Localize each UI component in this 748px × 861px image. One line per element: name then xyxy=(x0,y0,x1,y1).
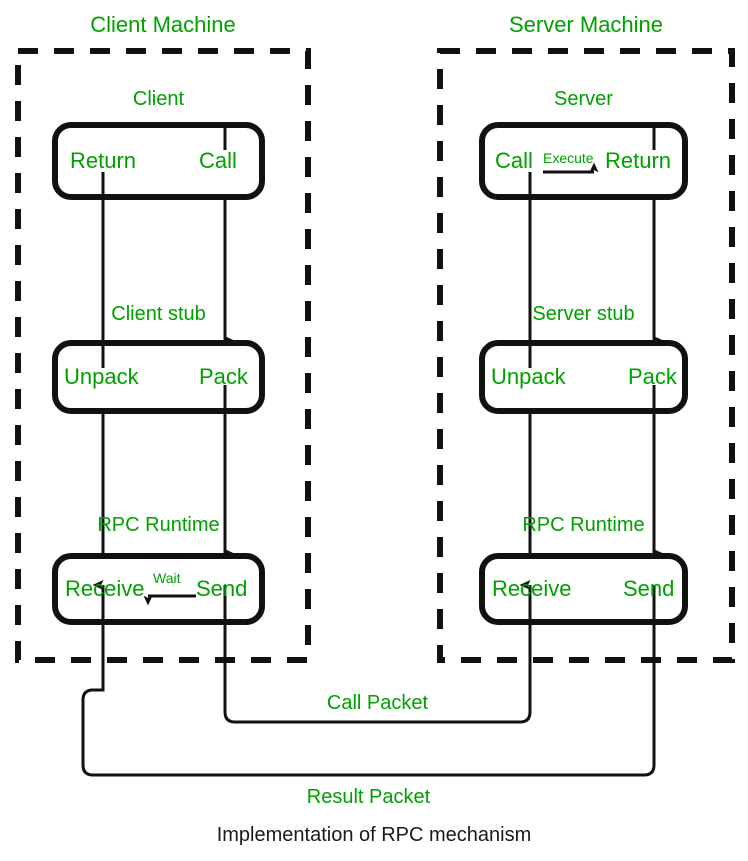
client-stub-box[interactable] xyxy=(52,340,265,414)
diagram-caption: Implementation of RPC mechanism xyxy=(216,824,532,846)
client-machine-title: Client Machine xyxy=(90,12,236,37)
server-stub-box[interactable] xyxy=(479,340,688,414)
result-packet-path xyxy=(81,580,656,777)
client-stub-right-word: Pack xyxy=(199,364,248,389)
server-runtime-box[interactable] xyxy=(479,553,688,625)
call-packet-label: Call Packet xyxy=(326,692,429,714)
client-stub-label: Client stub xyxy=(111,303,206,325)
client-node-box[interactable] xyxy=(52,122,265,200)
client-machine-boundary xyxy=(15,48,311,663)
execute-arrow-label: Execute xyxy=(543,150,594,166)
server-node-label: Server xyxy=(554,88,613,110)
server-runtime-right-word: Send xyxy=(623,576,675,601)
server-node-right-word: Return xyxy=(605,148,672,173)
client-runtime-box[interactable] xyxy=(52,553,265,625)
call-packet-path xyxy=(223,580,532,724)
server-machine-boundary xyxy=(437,48,735,663)
server-node-left-word: Call xyxy=(495,148,533,173)
client-runtime-right-word: Send xyxy=(196,576,248,601)
server-machine-title: Server Machine xyxy=(508,12,664,37)
server-stub-left-word: Unpack xyxy=(491,364,566,389)
client-runtime-label: RPC Runtime xyxy=(97,514,220,536)
server-stub-label: Server stub xyxy=(532,303,635,325)
client-node-label: Client xyxy=(132,88,185,110)
wait-arrow-label: Wait xyxy=(153,570,181,586)
server-runtime-label: RPC Runtime xyxy=(522,514,645,536)
client-node-left-word: Return xyxy=(70,148,137,173)
client-node-right-word: Call xyxy=(199,148,237,173)
client-stub-left-word: Unpack xyxy=(64,364,139,389)
result-packet-label: Result Packet xyxy=(306,786,431,808)
server-stub-right-word: Pack xyxy=(628,364,677,389)
server-node-box[interactable] xyxy=(479,122,688,200)
client-runtime-left-word: Receive xyxy=(65,576,145,601)
server-runtime-left-word: Receive xyxy=(492,576,572,601)
